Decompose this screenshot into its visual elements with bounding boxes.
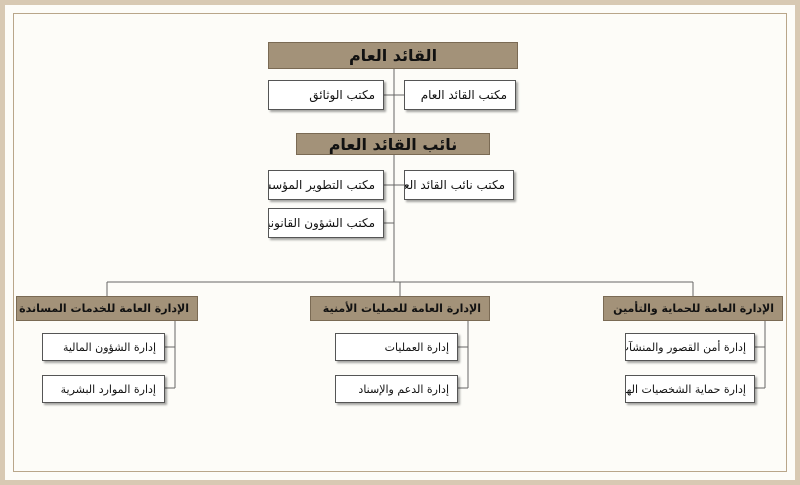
institutional-dev-office-box: مكتب التطوير المؤسسي bbox=[268, 170, 384, 200]
inner-border bbox=[13, 13, 787, 472]
directorate-security-ops-box: الإدارة العامة للعمليات الأمنية bbox=[310, 296, 490, 321]
directorate-title: الإدارة العامة للخدمات المساندة bbox=[19, 302, 189, 315]
unit-label: إدارة الشؤون المالية bbox=[62, 340, 156, 354]
unit-box: إدارة الموارد البشرية bbox=[42, 375, 165, 403]
unit-box: إدارة الشؤون المالية bbox=[42, 333, 165, 361]
unit-box: إدارة العمليات bbox=[335, 333, 458, 361]
unit-label: إدارة الدعم والإسناد bbox=[358, 382, 449, 396]
legal-affairs-office-label: مكتب الشؤون القانونية bbox=[268, 216, 375, 230]
unit-label: إدارة أمن القصور والمنشآت bbox=[625, 340, 746, 354]
commander-office-box: مكتب القائد العام bbox=[404, 80, 516, 110]
commander-office-label: مكتب القائد العام bbox=[420, 88, 507, 102]
deputy-office-box: مكتب نائب القائد العام bbox=[404, 170, 514, 200]
unit-box: إدارة حماية الشخصيات الهامة bbox=[625, 375, 755, 403]
documents-office-label: مكتب الوثائق bbox=[309, 88, 375, 102]
commander-label: القائد العام bbox=[348, 46, 438, 65]
documents-office-box: مكتب الوثائق bbox=[268, 80, 384, 110]
unit-label: إدارة الموارد البشرية bbox=[60, 382, 156, 396]
directorate-support-services-box: الإدارة العامة للخدمات المساندة bbox=[16, 296, 198, 321]
deputy-office-label: مكتب نائب القائد العام bbox=[404, 178, 505, 192]
unit-box: إدارة الدعم والإسناد bbox=[335, 375, 458, 403]
directorate-title: الإدارة العامة للعمليات الأمنية bbox=[322, 302, 481, 315]
unit-box: إدارة أمن القصور والمنشآت bbox=[625, 333, 755, 361]
legal-affairs-office-box: مكتب الشؤون القانونية bbox=[268, 208, 384, 238]
unit-label: إدارة حماية الشخصيات الهامة bbox=[626, 382, 746, 396]
commander-box: القائد العام bbox=[268, 42, 518, 69]
deputy-box: نائب القائد العام bbox=[296, 133, 490, 155]
directorate-title: الإدارة العامة للحماية والتأمين bbox=[613, 302, 774, 315]
directorate-protection-box: الإدارة العامة للحماية والتأمين bbox=[603, 296, 783, 321]
institutional-dev-office-label: مكتب التطوير المؤسسي bbox=[269, 178, 375, 192]
unit-label: إدارة العمليات bbox=[384, 340, 449, 354]
deputy-label: نائب القائد العام bbox=[328, 134, 458, 154]
